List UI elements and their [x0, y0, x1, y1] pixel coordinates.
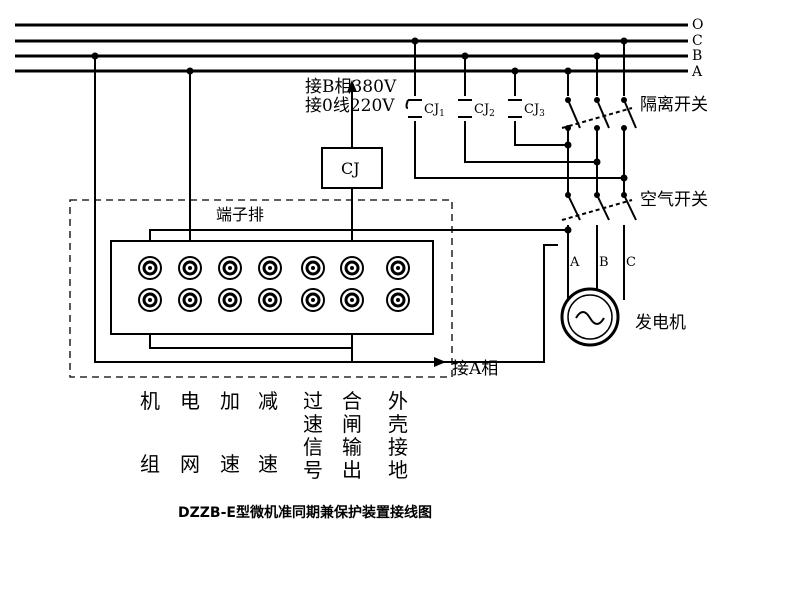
column-label-char: 接: [388, 435, 408, 459]
terminal-block-outline: [69, 199, 453, 378]
wire-junctions: [564, 141, 628, 234]
column-label-char: 号: [303, 458, 323, 482]
contactor-contacts: [405, 99, 522, 118]
contactor-label-2: CJ2: [474, 102, 495, 119]
phase-a-label: 接A相: [452, 359, 498, 379]
generator-label: 发电机: [635, 313, 686, 333]
terminal-screw: [301, 256, 325, 280]
phase-label-c: C: [626, 255, 636, 270]
column-label-char: 闸: [342, 412, 362, 436]
terminal-screw: [258, 256, 282, 280]
phase-label-a: A: [569, 255, 580, 270]
terminal-screw: [178, 256, 202, 280]
terminal-screw: [138, 288, 162, 312]
cj-box: [321, 147, 383, 189]
column-label-char: 速: [303, 412, 323, 436]
column-label-char: 地: [388, 458, 408, 482]
isolation-switch-icon: [561, 99, 637, 129]
terminal-screw: [386, 256, 410, 280]
phase-label-b: B: [599, 255, 609, 270]
bus-label-c: C: [692, 33, 703, 49]
bus-label-a: A: [691, 64, 703, 80]
terminal-screw: [138, 256, 162, 280]
column-label-char: 加: [220, 389, 240, 413]
column-label-char: 输: [342, 435, 362, 459]
column-label-char: 机: [140, 389, 160, 413]
terminals: [138, 256, 410, 312]
column-label-char: 外: [388, 389, 408, 413]
column-label-char: 合: [342, 389, 362, 413]
terminal-screw: [218, 256, 242, 280]
column-label-char: 出: [342, 458, 362, 482]
column-label-char: 过: [303, 389, 323, 413]
terminal-screw: [386, 288, 410, 312]
column-label-char: 网: [180, 452, 200, 476]
contactor-label-3: CJ3: [524, 102, 545, 119]
terminal-screw: [340, 288, 364, 312]
air-switch-icon: [561, 194, 637, 221]
air-switch-pivots: [565, 192, 627, 198]
isolation-switch-pivots: [565, 97, 627, 131]
column-label-char: 信: [303, 435, 323, 459]
bus-label-o: O: [692, 17, 703, 33]
column-label-char: 速: [258, 452, 278, 476]
arrow-to-phase-a: [434, 357, 446, 367]
terminal-block: [110, 240, 434, 335]
air-switch-label: 空气开关: [640, 190, 708, 210]
supply-arrow: [347, 80, 357, 92]
bus-label-b: B: [692, 48, 702, 64]
terminal-block-label: 端子排: [216, 205, 264, 224]
contactor-label-1: CJ1: [424, 102, 445, 119]
column-label-char: 电: [180, 389, 200, 413]
column-label-char: 组: [140, 452, 160, 476]
isolation-switch-label: 隔离开关: [640, 95, 708, 115]
bus-bars: [15, 23, 688, 73]
column-label-char: 减: [258, 389, 278, 413]
terminal-screw: [258, 288, 282, 312]
terminal-screw: [218, 288, 242, 312]
cj-box-label: CJ: [341, 159, 360, 178]
terminal-screw: [301, 288, 325, 312]
column-label-char: 速: [220, 452, 240, 476]
column-label-char: 壳: [388, 412, 408, 436]
diagram-title: DZZB-E型微机准同期兼保护装置接线图: [178, 504, 432, 521]
generator-icon: [560, 287, 620, 347]
supply-label-2: 接0线220V: [305, 96, 395, 116]
terminal-screw: [178, 288, 202, 312]
terminal-screw: [340, 256, 364, 280]
